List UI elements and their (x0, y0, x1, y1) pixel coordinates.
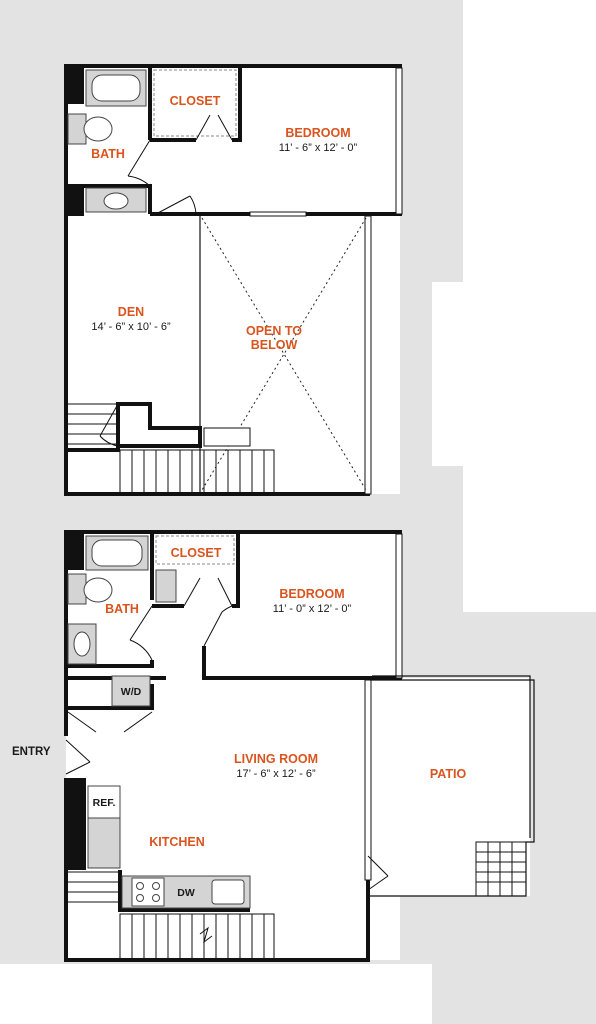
upper-window (395, 67, 403, 215)
lower-bedroom-bottom-wall (202, 646, 368, 680)
lower-closet-wall-right (232, 532, 240, 608)
kitchen-sink-icon (211, 879, 245, 905)
lower-patio-slider (364, 679, 372, 881)
entry-label: ENTRY (12, 746, 51, 758)
upper-closet-door-icon (195, 114, 233, 141)
upper-closet-shelf (153, 69, 237, 137)
upper-bedroom-dims: 11’ - 6” x 12’ - 0” (279, 142, 358, 154)
lower-closet-door-icon (183, 577, 233, 607)
upper-toilet-tank-icon (67, 113, 87, 145)
range-burner-icon-4 (152, 894, 160, 902)
range-burner-icon-2 (152, 882, 160, 890)
upper-stairs (66, 403, 275, 495)
lower-bedroom-label: BEDROOM (279, 587, 344, 601)
patio-stairs (475, 841, 527, 897)
lower-closet-rod (155, 569, 177, 603)
upper-tub-basin-icon (91, 74, 141, 102)
lower-toilet-tank-icon (67, 573, 87, 605)
patio-rail (372, 675, 531, 838)
kitchen-label: KITCHEN (149, 835, 205, 849)
upper-left-wall-block (64, 64, 84, 104)
upper-bath-door-icon (127, 139, 151, 187)
lower-bath-door-icon (129, 605, 153, 661)
upper-toilet-bowl-icon (83, 116, 113, 142)
washer-dryer-label: W/D (121, 686, 142, 698)
lower-floor: CLOSET BEDROOM 11’ - 0” x 12’ - 0” BATH … (12, 530, 535, 962)
upper-bedroom-label: BEDROOM (285, 126, 350, 140)
upper-sink-icon (103, 192, 129, 210)
upper-bath-label: BATH (91, 147, 125, 161)
upper-closet-label: CLOSET (170, 94, 221, 108)
patio-door-icon (367, 855, 389, 891)
upper-closet-wall-right (232, 66, 242, 142)
lower-closet-shelf (155, 535, 235, 565)
lower-bath-wall-bottom (66, 660, 154, 668)
refrigerator-label: REF. (93, 797, 116, 809)
dishwasher-label: DW (177, 887, 195, 899)
upper-bedroom-opening (249, 211, 307, 217)
upper-stair-door-icon (99, 403, 119, 447)
lower-closet-label: CLOSET (171, 546, 222, 560)
lower-stairs (66, 871, 275, 961)
lower-bedroom-dims: 11’ - 0” x 12’ - 0” (273, 603, 352, 615)
lower-window (395, 533, 403, 679)
entry-door-icon (65, 739, 91, 775)
lower-bedroom-door-icon (203, 605, 233, 647)
lower-kitchen-counter-wall (118, 870, 250, 912)
patio-label: PATIO (430, 767, 467, 781)
refrigerator-front-icon (87, 785, 121, 819)
upper-window-open-edge (364, 215, 372, 495)
living-room-dims: 17’ - 6” x 12’ - 6” (236, 768, 316, 780)
upper-floor-open-area (200, 216, 368, 494)
range-burner-icon (136, 882, 144, 890)
lower-bath-label: BATH (105, 602, 139, 616)
lower-wd-door-icon (67, 711, 153, 733)
upper-left-wall-block-2 (64, 186, 84, 216)
range-icon (131, 877, 165, 907)
upper-floor: CLOSET BEDROOM 11’ - 6” x 12’ - 0” BATH … (64, 64, 403, 496)
upper-den-label: DEN (118, 305, 144, 319)
range-burner-icon-3 (136, 894, 144, 902)
lower-tub-basin-icon (91, 539, 143, 567)
patio-area (370, 678, 530, 896)
upper-den-door-icon (155, 195, 197, 215)
open-to-below-label-line2: BELOW (251, 338, 298, 352)
upper-den-dims: 14’ - 6” x 10’ - 6” (91, 321, 171, 333)
lower-left-wall-block (64, 530, 84, 570)
lower-kitchen-wall-block (64, 778, 86, 870)
washer-dryer-icon (111, 675, 151, 707)
lower-toilet-bowl-icon (83, 577, 113, 603)
living-room-label: LIVING ROOM (234, 752, 318, 766)
lower-sink-icon (73, 631, 91, 657)
open-to-below-label-line1: OPEN TO (246, 324, 302, 338)
